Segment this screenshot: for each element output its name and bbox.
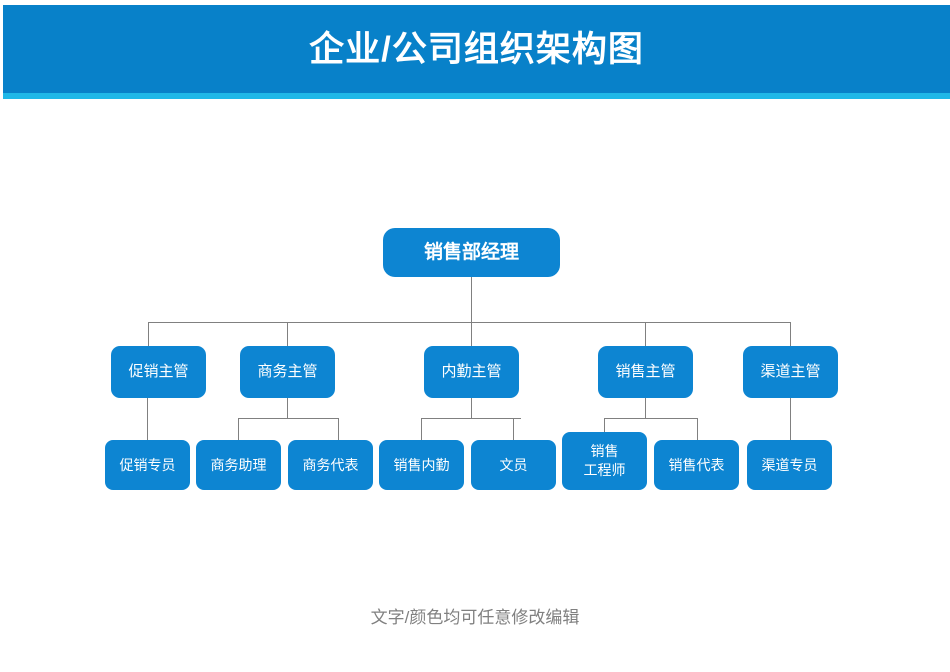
org-chart-canvas: 销售部经理 促销主管 商务主管 内勤主管 销售主管 渠道主管 促销专员 商务助理… [0, 99, 950, 672]
connector-drop-l3-5 [513, 418, 514, 440]
connector-l2-2-bus [238, 418, 338, 419]
org-node-promotion-supervisor[interactable]: 促销主管 [111, 346, 206, 398]
connector-l2-4-bus [604, 418, 697, 419]
page-title: 企业/公司组织架构图 [309, 29, 644, 69]
org-node-business-supervisor[interactable]: 商务主管 [240, 346, 335, 398]
connector-l2-1-to-child [147, 398, 148, 440]
connector-l2-3-stem [471, 398, 472, 418]
connector-drop-l3-6 [604, 418, 605, 432]
org-node-promotion-specialist[interactable]: 促销专员 [105, 440, 190, 490]
connector-drop-l3-3 [338, 418, 339, 440]
connector-drop-l2-3 [471, 322, 472, 346]
connector-l2-5-to-child [790, 398, 791, 440]
connector-drop-l2-2 [287, 322, 288, 346]
org-node-sales-representative[interactable]: 销售代表 [654, 440, 739, 490]
footer-note: 文字/颜色均可任意修改编辑 [370, 608, 580, 627]
header-accent-bar [3, 93, 950, 99]
org-node-business-representative[interactable]: 商务代表 [288, 440, 373, 490]
org-node-channel-specialist[interactable]: 渠道专员 [747, 440, 832, 490]
org-node-office-supervisor[interactable]: 内勤主管 [424, 346, 519, 398]
org-node-root[interactable]: 销售部经理 [383, 228, 560, 277]
connector-root-stem [471, 277, 472, 322]
connector-drop-l3-7 [697, 418, 698, 440]
connector-l2-4-stem [645, 398, 646, 418]
org-node-business-assistant[interactable]: 商务助理 [196, 440, 281, 490]
connector-drop-l3-4 [421, 418, 422, 440]
org-node-sales-office-staff[interactable]: 销售内勤 [379, 440, 464, 490]
org-node-clerk[interactable]: 文员 [471, 440, 556, 490]
org-node-channel-supervisor[interactable]: 渠道主管 [743, 346, 838, 398]
connector-drop-l3-2 [238, 418, 239, 440]
connector-l2-2-stem [287, 398, 288, 418]
header-banner: 企业/公司组织架构图 [3, 5, 950, 93]
connector-drop-l2-1 [148, 322, 149, 346]
org-node-sales-engineer[interactable]: 销售 工程师 [562, 432, 647, 490]
connector-l2-3-bus [421, 418, 521, 419]
connector-drop-l2-5 [790, 322, 791, 346]
org-node-sales-supervisor[interactable]: 销售主管 [598, 346, 693, 398]
connector-level2-bus [148, 322, 791, 323]
connector-drop-l2-4 [645, 322, 646, 346]
